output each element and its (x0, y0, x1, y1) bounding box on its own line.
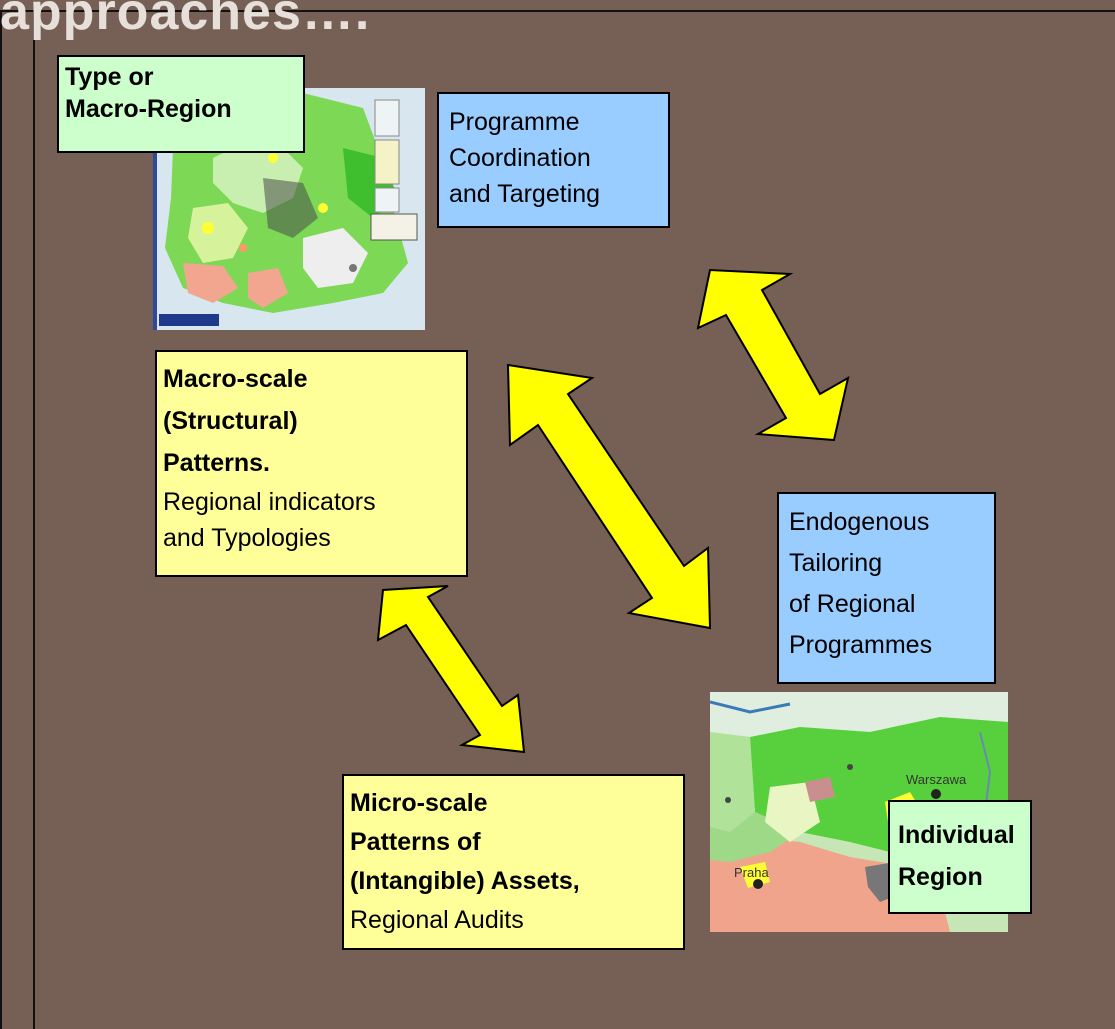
box-macro-line1: Macro-scale (163, 365, 308, 393)
box-macro-line4: Regional indicators (163, 488, 376, 516)
frame-top-line (0, 10, 1115, 12)
box-micro-line4: Regional Audits (350, 906, 524, 934)
box-endogenous-line1: Endogenous (789, 508, 930, 536)
box-programme-line3: and Targeting (449, 180, 601, 208)
frame-left-line (33, 10, 35, 1029)
box-endogenous-tailoring: Endogenous Tailoring of Regional Program… (777, 492, 996, 684)
double-arrow-macro-region (506, 363, 712, 630)
box-type-line2: Macro-Region (65, 95, 232, 123)
box-endogenous-line2: Tailoring (789, 549, 883, 577)
box-endogenous-line4: Programmes (789, 631, 933, 659)
box-individual-line2: Region (898, 863, 983, 891)
box-micro-scale: Micro-scale Patterns of (Intangible) Ass… (342, 774, 685, 950)
box-programme-line2: Coordination (449, 144, 591, 172)
double-arrow-macro-micro (376, 585, 526, 754)
box-macro-line2: (Structural) (163, 407, 298, 435)
box-micro-line2: Patterns of (350, 828, 481, 856)
box-individual-region: Individual Region (888, 800, 1032, 914)
box-endogenous-line3: of Regional (789, 590, 916, 618)
box-macro-line5: and Typologies (163, 524, 331, 552)
box-micro-line3: (Intangible) Assets, (350, 867, 580, 895)
box-macro-line3: Patterns. (163, 449, 270, 477)
box-individual-line1: Individual (898, 821, 1015, 849)
box-type-macro-region: Type or Macro-Region (57, 55, 305, 153)
box-programme-line1: Programme (449, 108, 580, 136)
city-label-praha: Praha (734, 865, 769, 880)
box-programme-coordination: Programme Coordination and Targeting (437, 92, 670, 228)
box-macro-scale: Macro-scale (Structural) Patterns. Regio… (155, 350, 468, 577)
city-label-warszawa: Warszawa (906, 772, 967, 787)
slide-title: approaches…. (0, 0, 371, 41)
europe-map-graphic (153, 88, 425, 330)
double-arrow-programme-endogenous (696, 268, 850, 442)
box-micro-line1: Micro-scale (350, 789, 488, 817)
frame-outer-line (0, 10, 2, 1029)
box-type-line1: Type or (65, 63, 154, 91)
